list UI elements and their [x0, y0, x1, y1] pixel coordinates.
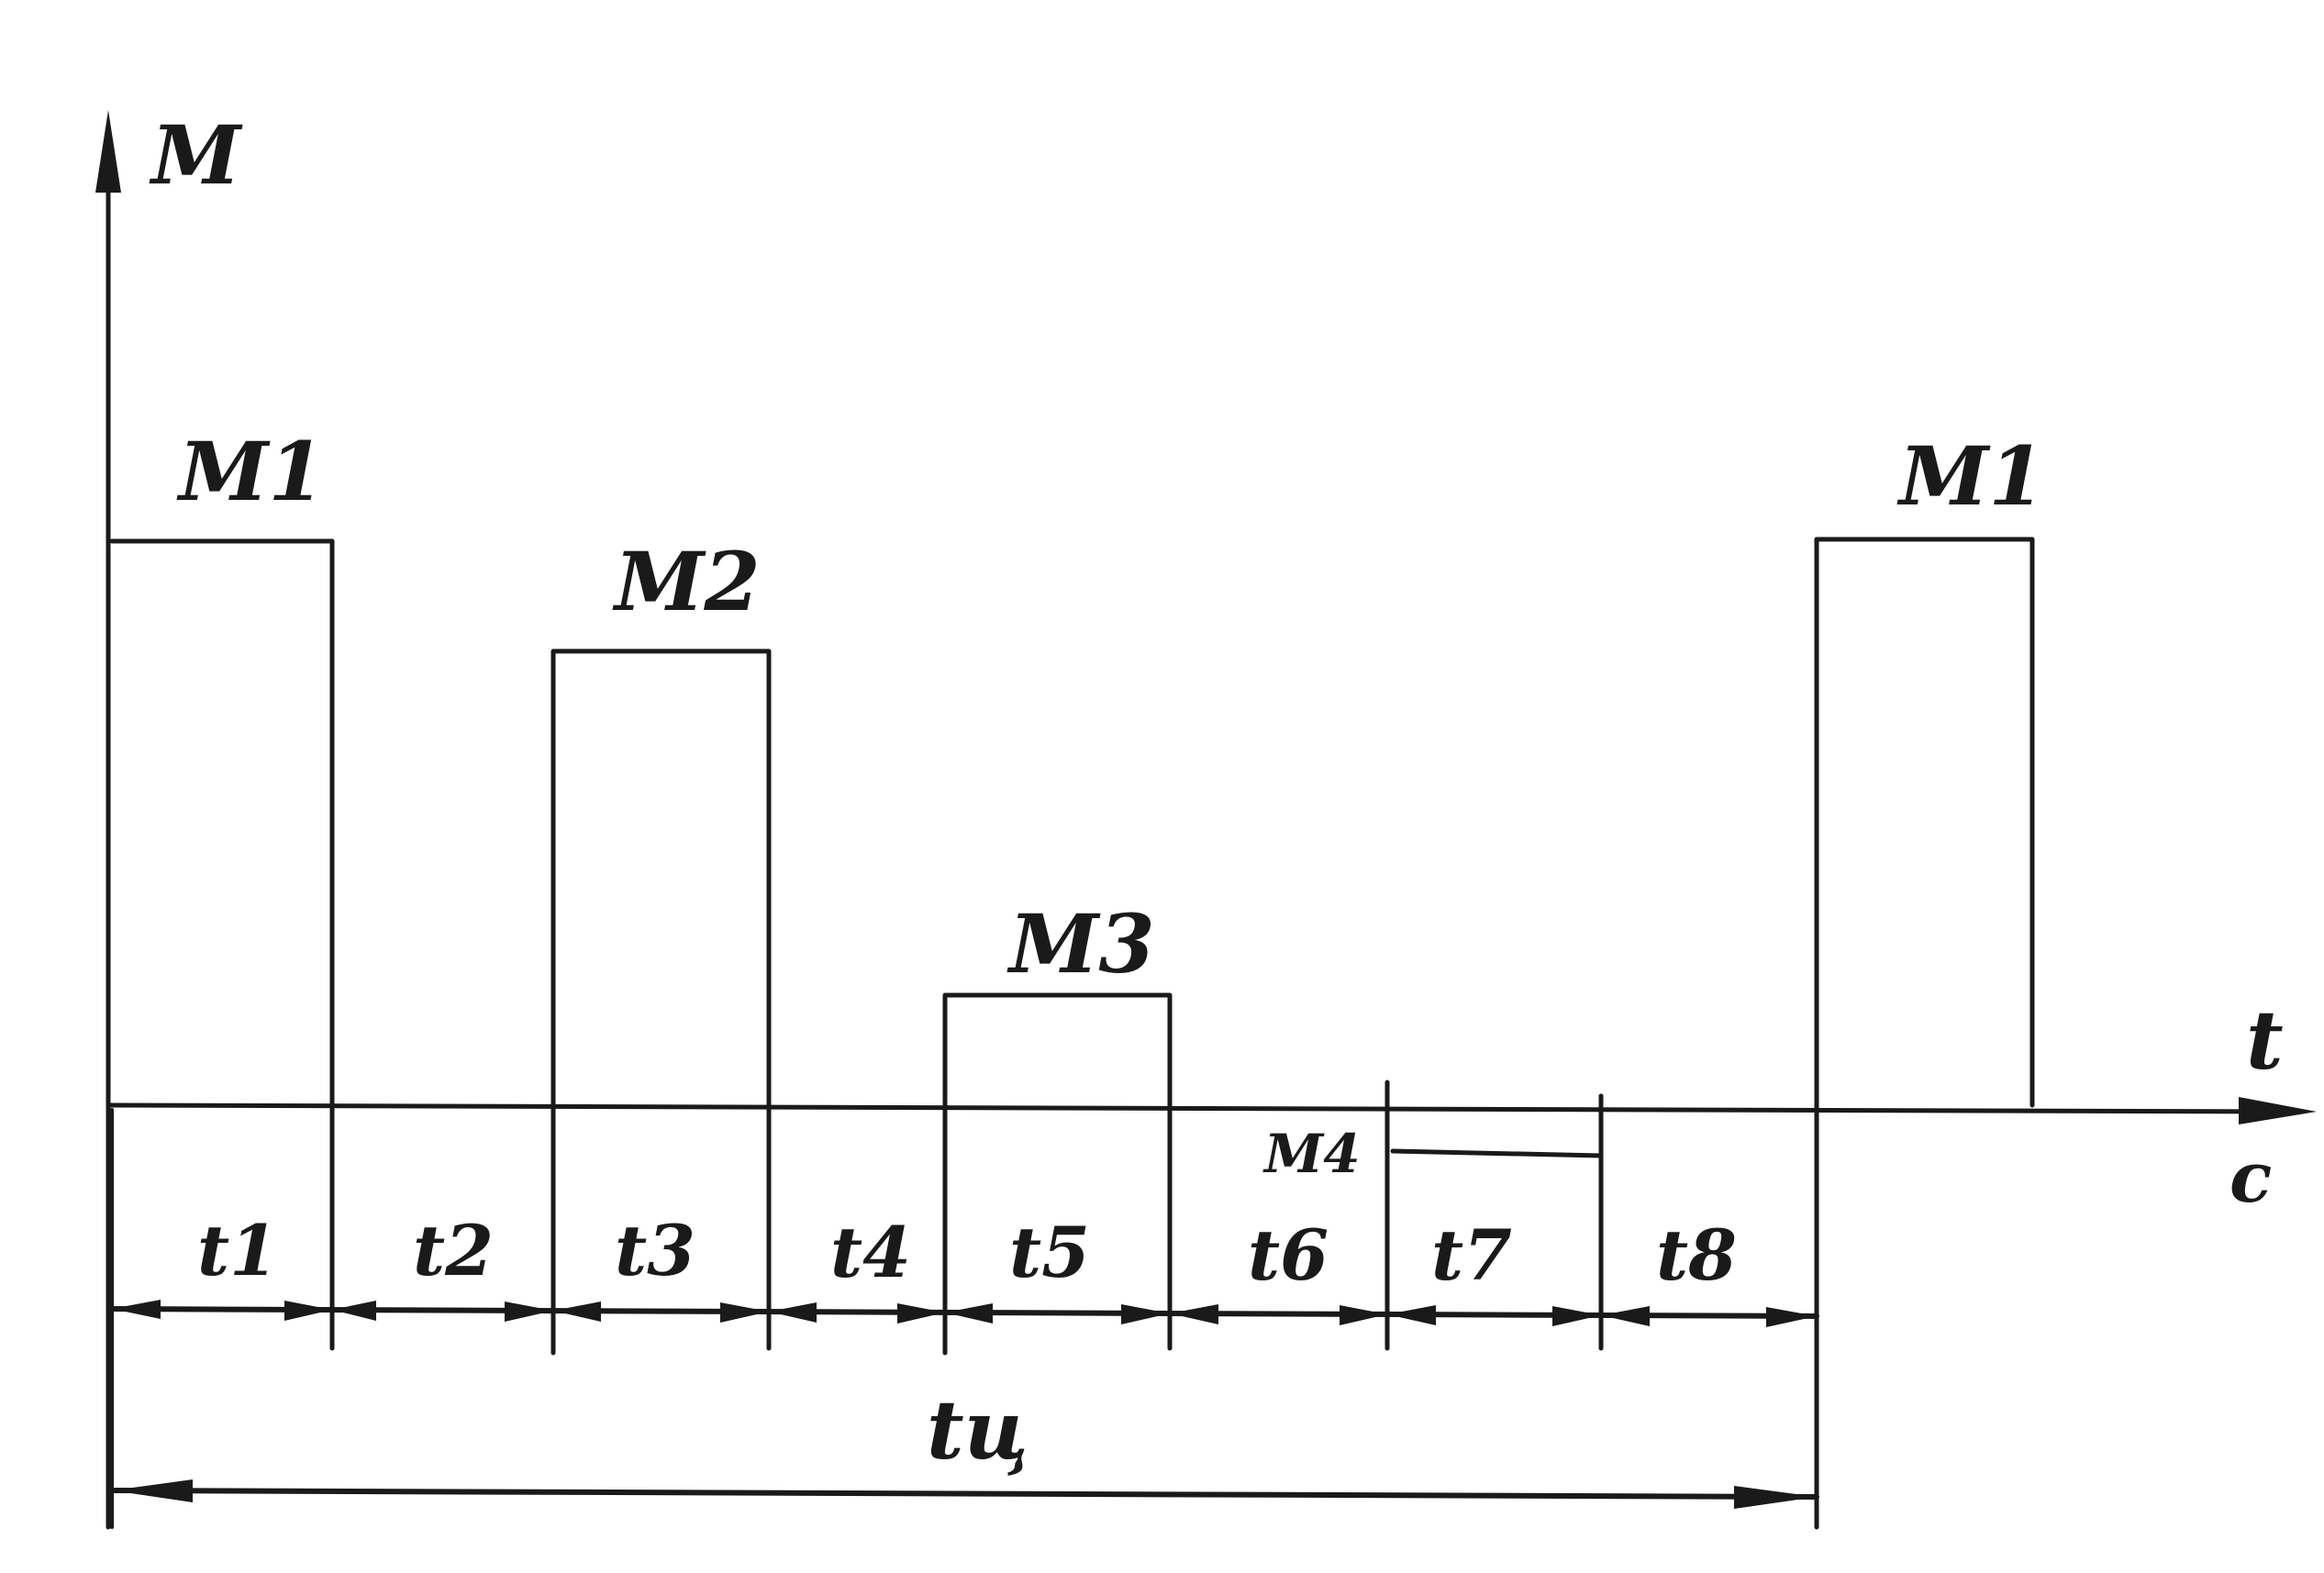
- pulse-m2: M2: [550, 534, 772, 1356]
- pulse-m1: M1: [109, 424, 335, 1351]
- pulse-label: M3: [1006, 896, 1155, 991]
- pulse-label: M4: [1262, 1123, 1361, 1185]
- x-axis-unit: c: [2229, 1136, 2272, 1218]
- interval-label-t7: t7: [1431, 1214, 1512, 1296]
- interval-label-t2: t2: [413, 1210, 494, 1291]
- interval-label-t1: t1: [197, 1210, 278, 1291]
- interval-label-t3: t3: [615, 1210, 695, 1291]
- y-axis-label: M: [149, 107, 243, 203]
- interval-label-t5: t5: [1009, 1212, 1090, 1293]
- interval-dimension: [109, 1300, 1819, 1327]
- x-axis-label: t: [2246, 992, 2284, 1088]
- cycle-dimension: tц: [109, 1382, 1819, 1509]
- x-axis: t c: [106, 992, 2317, 1218]
- cycle-label: tц: [927, 1382, 1029, 1478]
- interval-label-t4: t4: [830, 1212, 911, 1293]
- pulse-m3: M3: [942, 896, 1173, 1356]
- interval-label-t8: t8: [1656, 1214, 1737, 1296]
- pulse-m1-repeat: M1: [1814, 428, 2045, 1530]
- interval-labels: t1 t2 t3 t4 t5 t6 t7 t8: [197, 1210, 1737, 1296]
- y-axis: M: [95, 107, 243, 1530]
- pulse-label: M1: [176, 424, 325, 519]
- pulse-label: M1: [1896, 428, 2045, 524]
- interval-label-t6: t6: [1248, 1214, 1329, 1296]
- pulse-label: M2: [612, 534, 761, 629]
- pulse-m4: M4: [1262, 1080, 1604, 1351]
